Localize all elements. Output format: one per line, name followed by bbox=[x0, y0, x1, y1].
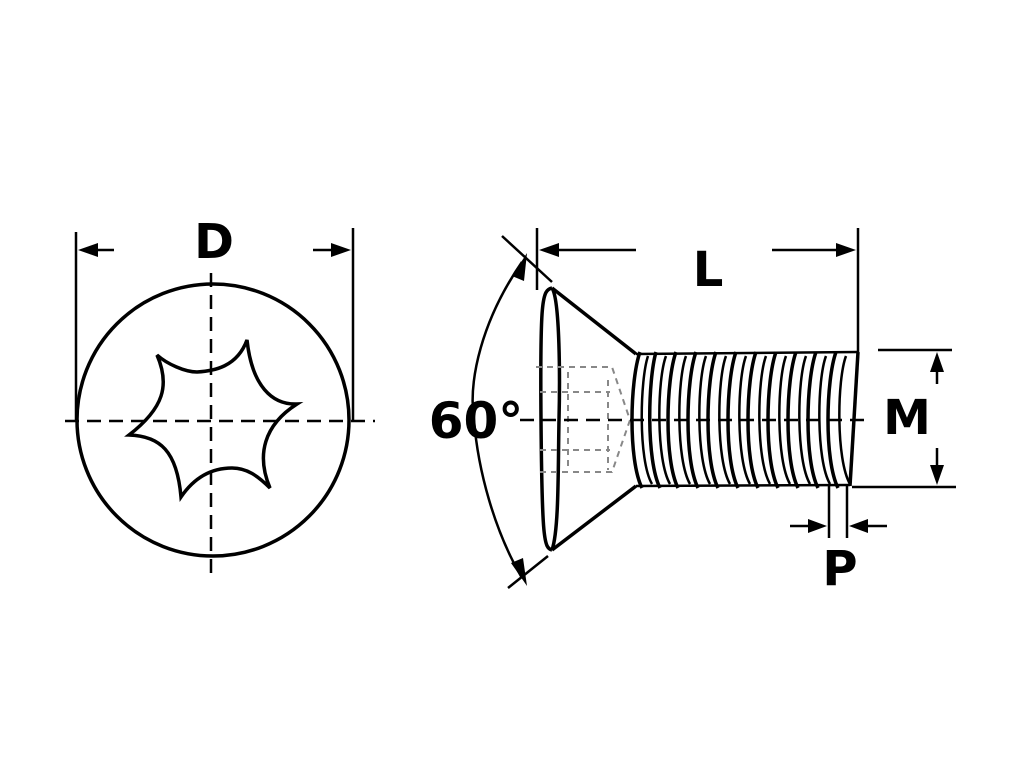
head-face bbox=[539, 286, 553, 552]
thread-bottom-edge bbox=[635, 483, 851, 488]
d-arrow-left bbox=[78, 243, 98, 257]
angle-arc bbox=[471, 261, 524, 579]
p-arrow-right bbox=[849, 519, 868, 533]
torx-star-icon bbox=[124, 339, 304, 503]
thread-top-edge bbox=[635, 350, 859, 356]
head-cone-bottom bbox=[550, 484, 638, 552]
angle-extension-bottom bbox=[507, 555, 549, 589]
angle-label: 60° bbox=[429, 392, 524, 450]
pitch-dimension: P bbox=[790, 486, 887, 597]
d-arrow-right bbox=[331, 243, 351, 257]
m-arrow-bottom bbox=[930, 465, 944, 485]
l-label: L bbox=[693, 242, 724, 298]
m-arrow-top bbox=[930, 352, 944, 372]
head-top-view: D bbox=[65, 214, 375, 578]
l-arrow-right bbox=[836, 243, 856, 257]
p-arrow-left bbox=[808, 519, 827, 533]
angle-extension-top bbox=[501, 235, 553, 283]
length-dimension: L bbox=[535, 228, 860, 352]
thread-size-dimension: M bbox=[852, 348, 956, 489]
head-face-inner bbox=[550, 287, 562, 551]
head-cone-top bbox=[550, 286, 638, 356]
m-label: M bbox=[883, 390, 931, 446]
p-label: P bbox=[822, 541, 857, 597]
angle-arrow-top bbox=[512, 253, 527, 281]
screw-side-view bbox=[520, 286, 870, 552]
angle-arrow-bottom bbox=[511, 558, 527, 586]
d-label: D bbox=[194, 214, 234, 270]
angle-dimension: 60° bbox=[429, 235, 553, 589]
l-arrow-left bbox=[539, 243, 559, 257]
